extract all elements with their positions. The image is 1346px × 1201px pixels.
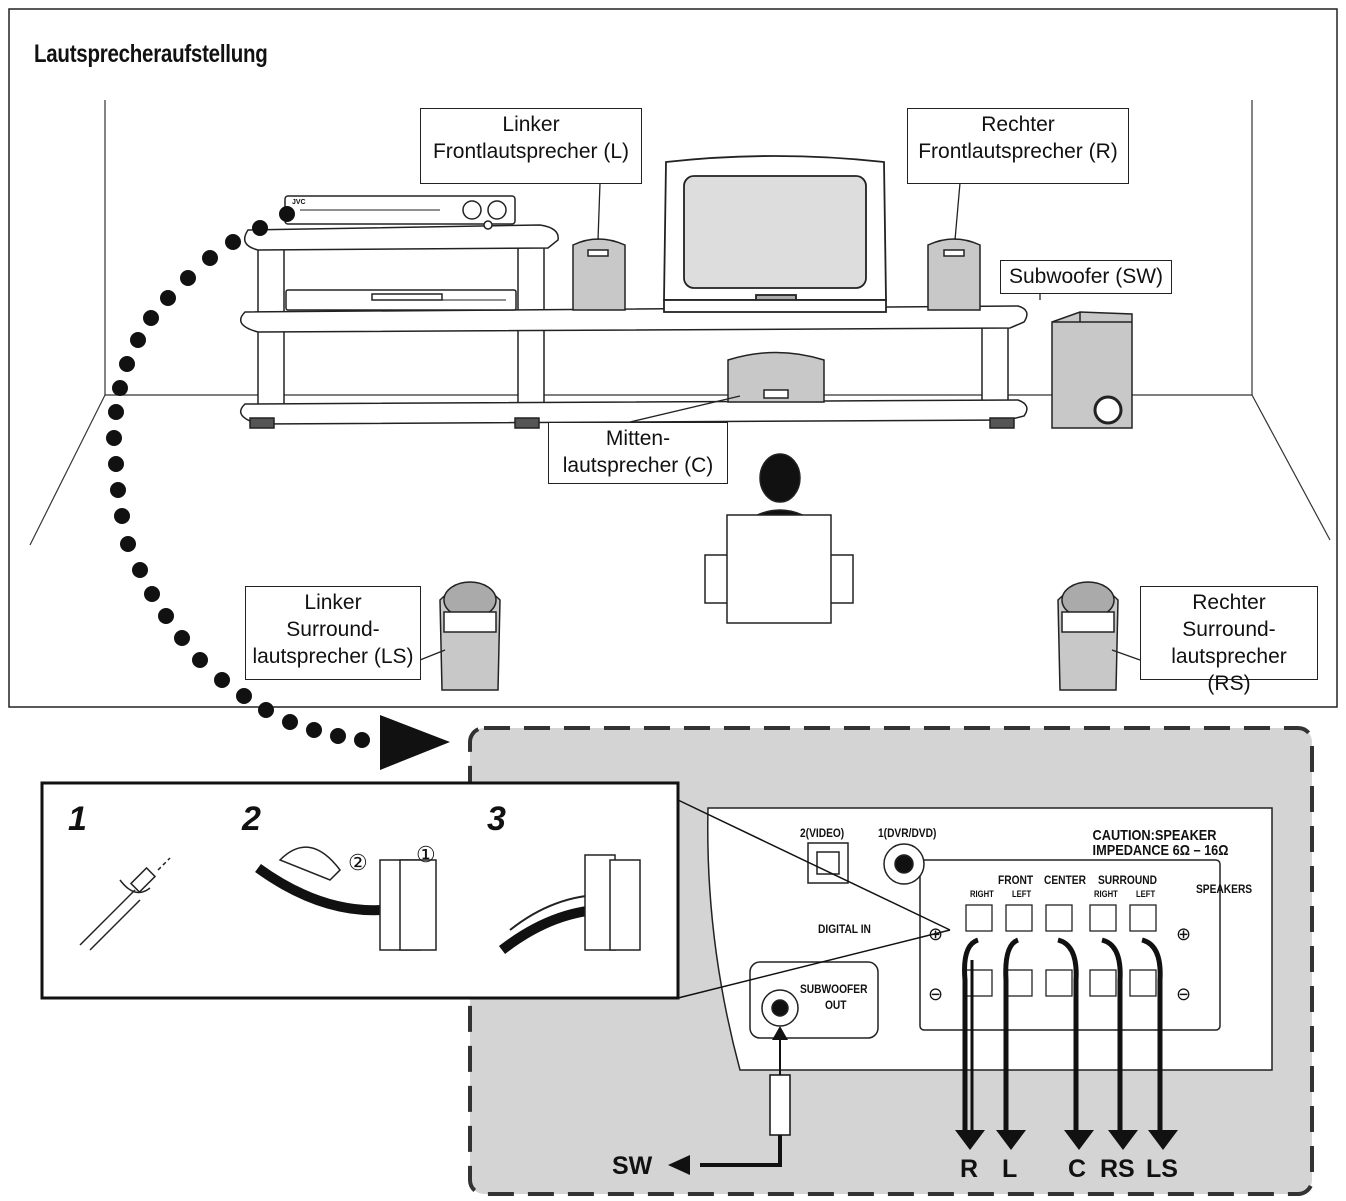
plus-left-icon: ⊕: [928, 924, 944, 944]
speaker-cables: [962, 937, 1163, 1130]
minus-right-icon: ⊖: [1176, 984, 1192, 1004]
label-center: Mitten-lautsprecher (C): [548, 422, 728, 484]
receiver: [284, 195, 516, 230]
brand-label: JVC: [292, 199, 306, 206]
surround-right-speaker: [1057, 581, 1119, 691]
digital-in-label: DIGITAL IN: [818, 922, 871, 936]
step-3-number: 3: [487, 800, 506, 838]
subwoofer-cable: [700, 1035, 791, 1167]
step1-wire: [79, 857, 171, 951]
dotted-arrow: [106, 206, 450, 770]
terminal-c: C: [1068, 1155, 1087, 1183]
room-frame: [8, 8, 1338, 708]
terminal-arrows: [955, 1130, 1178, 1150]
page-title: Lautsprecheraufstellung: [34, 40, 268, 68]
center-speaker: [727, 351, 825, 403]
subwoofer-out-label-2: OUT: [825, 998, 847, 1012]
step2-illustration: [255, 846, 437, 951]
minus-left-icon: ⊖: [928, 984, 944, 1004]
step-mark-2: ②: [348, 850, 368, 875]
leader-lines: [419, 182, 1141, 661]
listener: [704, 453, 854, 624]
step-mark-1: ①: [416, 842, 436, 867]
surround-left-speaker: [439, 581, 501, 691]
caution-line-1: CAUTION:SPEAKER: [1090, 828, 1220, 843]
dvr-dvd-label: 1(DVR/DVD): [878, 826, 937, 840]
caution-line-2: IMPEDANCE 6Ω – 16Ω: [1090, 843, 1232, 858]
front-label: FRONT: [998, 873, 1034, 887]
television: [663, 155, 887, 313]
surround-label: SURROUND: [1098, 873, 1157, 887]
surround-right-label: RIGHT: [1094, 889, 1118, 899]
sw-label: SW: [612, 1152, 653, 1180]
terminal-ls: LS: [1146, 1155, 1178, 1183]
step-2-number: 2: [242, 800, 261, 838]
center-label: CENTER: [1044, 873, 1086, 887]
surround-left-label: LEFT: [1136, 889, 1156, 899]
terminal-r: R: [960, 1155, 979, 1183]
video2-label: 2(VIDEO): [800, 826, 845, 840]
step-1-number: 1: [68, 800, 87, 838]
step3-illustration: [498, 854, 641, 954]
plus-right-icon: ⊕: [1176, 924, 1192, 944]
tv-rack: [239, 224, 1028, 429]
subwoofer: [1051, 311, 1133, 429]
terminal-rs: RS: [1100, 1155, 1135, 1183]
steps-inset: [40, 781, 680, 1000]
front-left-label: LEFT: [1012, 889, 1032, 899]
front-left-speaker: [572, 238, 626, 311]
speakers-label: SPEAKERS: [1196, 882, 1253, 896]
label-subwoofer: Subwoofer (SW): [1000, 260, 1172, 294]
dvd-player: [285, 289, 517, 311]
front-right-label: RIGHT: [970, 889, 994, 899]
subwoofer-out-label-1: SUBWOOFER: [800, 982, 868, 996]
terminal-l: L: [1002, 1155, 1018, 1183]
speaker-terminals: [965, 904, 1157, 997]
sw-arrow: [668, 1155, 690, 1175]
front-right-speaker: [927, 238, 981, 311]
